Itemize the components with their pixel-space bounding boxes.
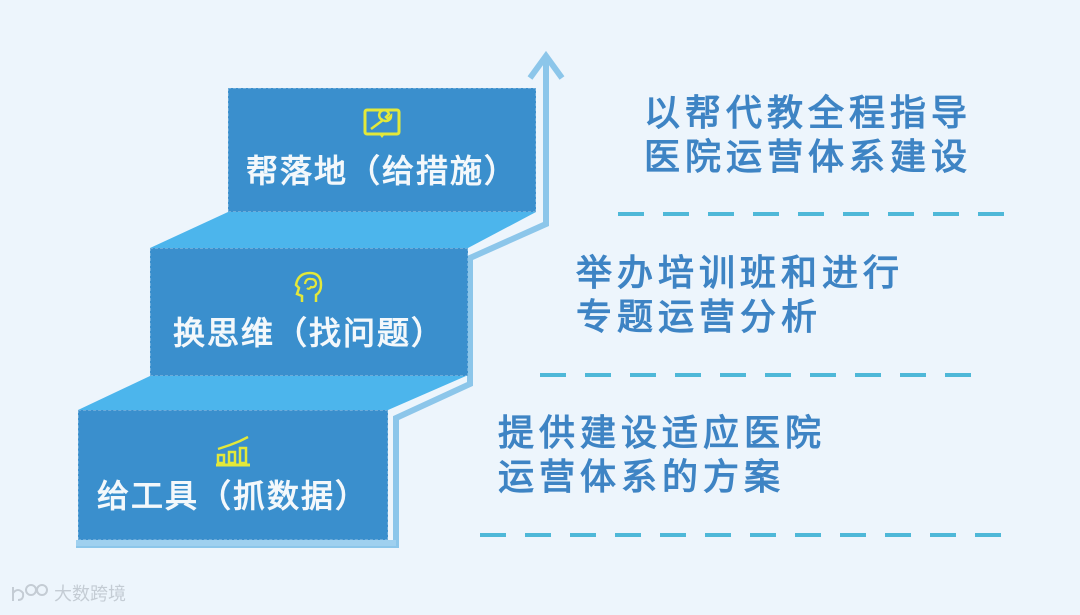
description-top: 以帮代教全程指导 医院运营体系建设 (644, 92, 972, 180)
step-top: 帮落地（给措施） (228, 88, 536, 212)
step-2-label: 换思维（找问题） (172, 314, 445, 352)
bar-chart-growth-icon (216, 435, 250, 467)
description-top-line-2: 医院运营体系建设 (644, 137, 973, 178)
description-bottom: 提供建设适应医院 运营体系的方案 (498, 412, 826, 500)
step-3-top (150, 212, 536, 248)
1688-logo-icon (12, 584, 48, 601)
description-middle-line-2: 专题运营分析 (576, 297, 823, 338)
step-3-label: 帮落地（给措施） (245, 152, 518, 190)
watermark: 大数跨境 (10, 580, 126, 606)
description-bottom-line-2: 运营体系的方案 (498, 457, 786, 498)
step-1-label: 给工具（抓数据） (96, 477, 369, 515)
arrow-head-icon (527, 50, 565, 80)
wrench-screen-icon (363, 108, 401, 138)
head-brain-icon (294, 271, 323, 302)
description-middle-line-1: 举办培训班和进行 (576, 253, 905, 294)
description-bottom-line-1: 提供建设适应医院 (498, 413, 827, 454)
step-2-top (78, 376, 466, 410)
description-top-line-1: 以帮代教全程指导 (644, 93, 973, 134)
watermark-text: 大数跨境 (54, 584, 126, 605)
step-bottom: 给工具（抓数据） (78, 410, 388, 540)
description-middle: 举办培训班和进行 专题运营分析 (576, 252, 904, 340)
step-middle: 换思维（找问题） (150, 248, 468, 376)
base-shadow (76, 540, 396, 546)
